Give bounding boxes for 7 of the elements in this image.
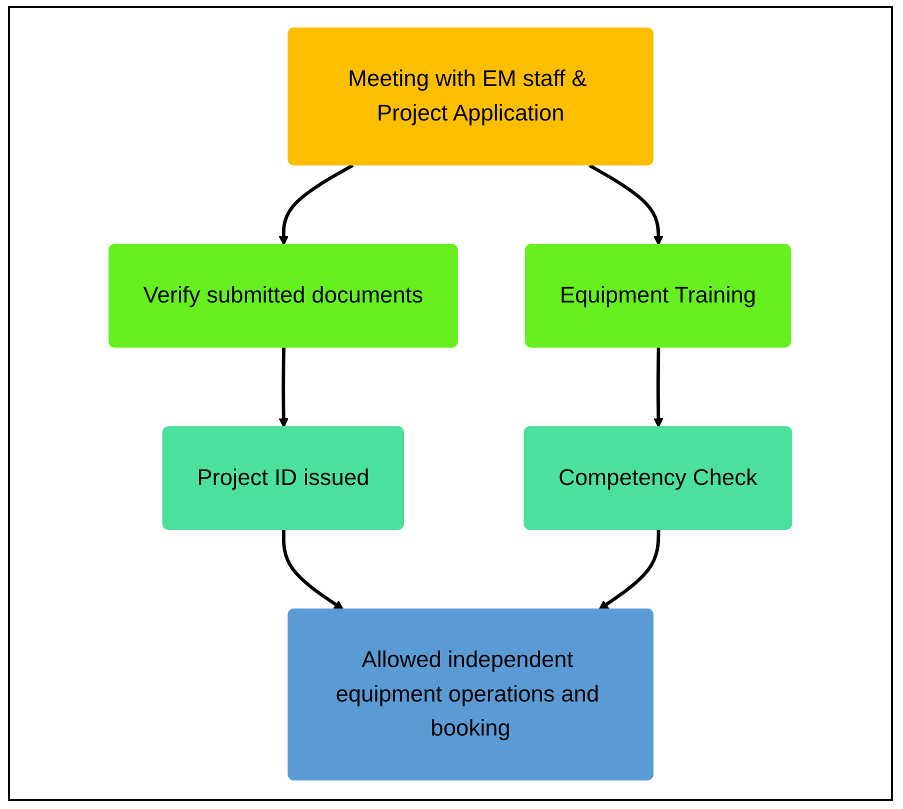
arrow [598,529,660,610]
arrow [278,163,354,246]
arrow [282,529,344,610]
arrow [588,163,664,246]
diagram-frame: Meeting with EM staff & Project Application Verify submitted documents Equipment Training Project ID issued Competency Check Allowed independent equipment operations and booking [8,6,893,801]
arrow [278,347,289,428]
arrow [654,347,664,428]
